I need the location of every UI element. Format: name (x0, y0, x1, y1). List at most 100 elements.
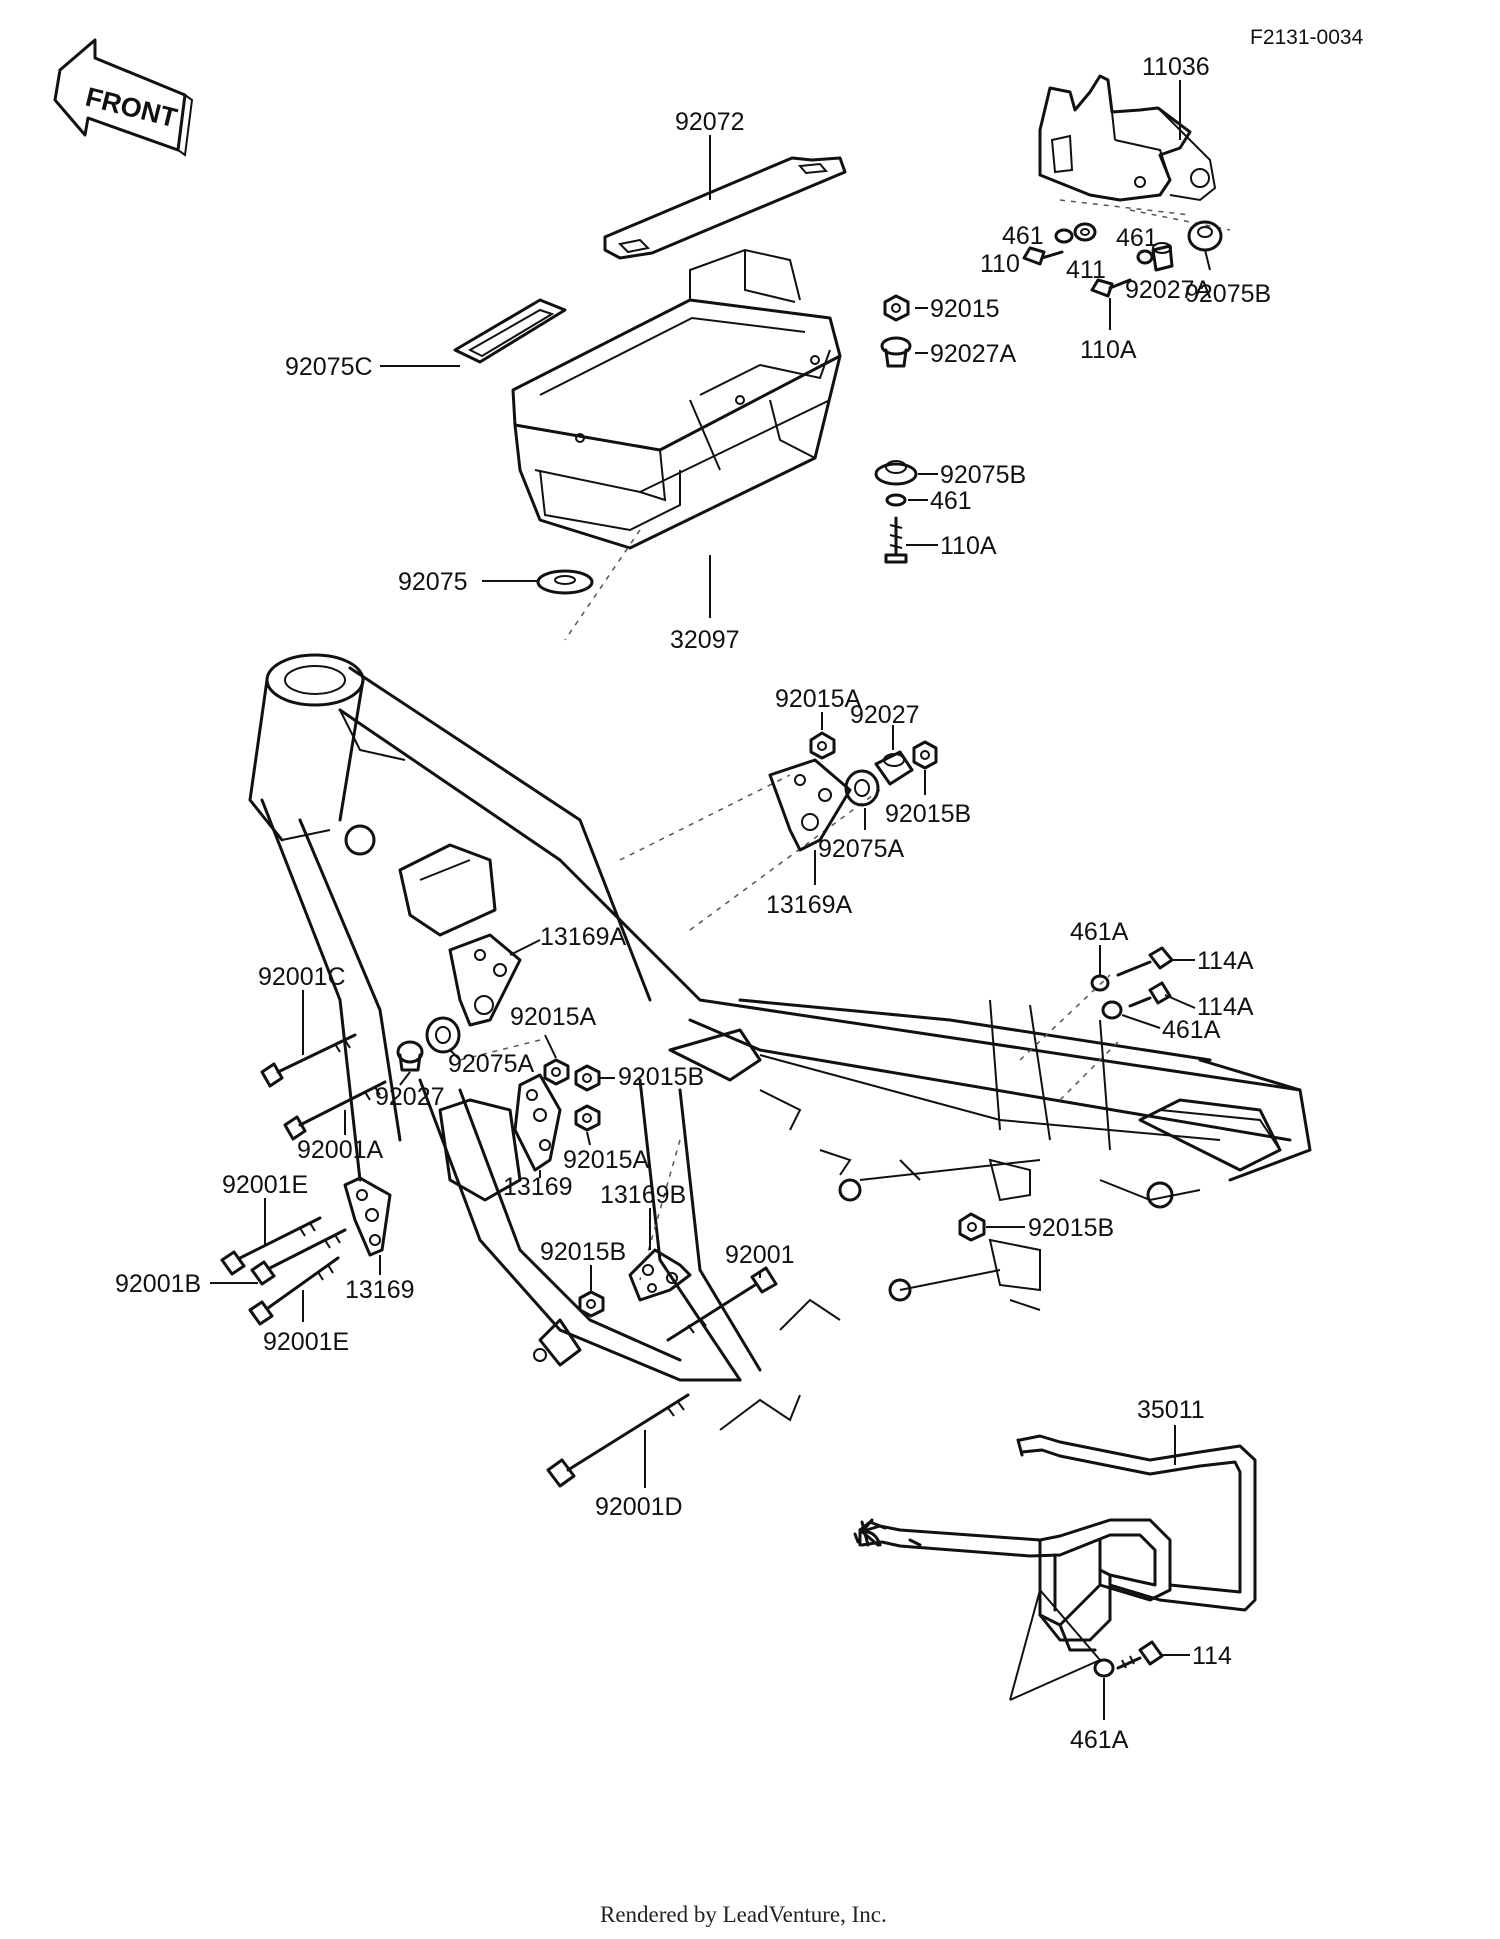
part-label: 461 (930, 487, 972, 515)
engine-mount-plate-13169A-upper (768, 758, 852, 852)
part-label: 92001A (297, 1136, 384, 1164)
nut-92015B-upper (912, 740, 938, 770)
part-label: 92015B (618, 1063, 704, 1091)
bracket-11036 (1038, 74, 1217, 202)
part-label: 92027A (1125, 276, 1212, 304)
part-label: 110 (980, 250, 1020, 278)
footrest-bar-35011 (853, 1518, 1172, 1652)
part-label: 92027 (850, 701, 920, 729)
part-label: 461A (1070, 1726, 1129, 1754)
washer-461-lower (885, 493, 907, 507)
part-label: 92075 (398, 568, 468, 596)
part-label: 35011 (1137, 1396, 1205, 1424)
part-label: 92001C (258, 963, 346, 991)
part-label: 92015A (563, 1146, 650, 1174)
part-label: 92075B (1185, 280, 1271, 308)
bolt-110A-lower (884, 516, 908, 564)
battery-case-32097 (511, 248, 842, 550)
part-label: 32097 (670, 626, 740, 654)
nut-92015B-right (958, 1212, 986, 1242)
front-arrow-icon: FRONT (53, 38, 194, 157)
part-label: 92015B (540, 1238, 626, 1266)
front-label: FRONT (83, 82, 181, 134)
bolt-92001C (260, 1033, 357, 1088)
grommet-92075A-upper (844, 769, 880, 807)
bolt-110A-upper (1090, 278, 1132, 298)
part-label: 92075B (940, 461, 1026, 489)
part-label: 411 (1066, 256, 1106, 284)
washer-461A-bottom (1093, 1658, 1115, 1678)
bolt-92001 (666, 1266, 778, 1342)
battery-strap-92072 (603, 156, 847, 260)
part-label: 114 (1192, 1642, 1232, 1670)
grommet-92075A-lower (425, 1016, 461, 1054)
part-label: 13169A (540, 923, 627, 951)
part-label: 92075C (285, 353, 373, 381)
battery-pad-92075C (453, 298, 567, 364)
washer-461A-upper (1090, 974, 1110, 992)
bolt-110 (1022, 246, 1064, 266)
part-label: 92015B (885, 800, 971, 828)
washer-461-upper-right (1136, 249, 1154, 265)
bolt-92001D (546, 1393, 690, 1488)
part-label: 92001B (115, 1270, 201, 1298)
grommet-92075B-upper (1187, 220, 1223, 252)
grommet-92075 (536, 569, 594, 595)
nut-92015A-lower (574, 1104, 601, 1132)
collar-92027-upper (874, 750, 914, 786)
part-label: 114A (1197, 993, 1254, 1021)
part-label: 13169 (503, 1173, 573, 1201)
collar-92027A-upper (1151, 242, 1174, 272)
part-label: 13169 (345, 1276, 415, 1304)
engine-mount-plate-13169-lower (343, 1176, 392, 1257)
nut-92015B-rear (578, 1290, 605, 1318)
part-label: 92001E (263, 1328, 349, 1356)
washer-461A-lower (1101, 1000, 1123, 1020)
bolt-92001E-upper (220, 1216, 322, 1276)
part-label: 92075A (818, 835, 905, 863)
part-label: 92001D (595, 1493, 683, 1521)
part-label: 92015A (775, 685, 862, 713)
grommet-92075B-lower (874, 460, 918, 486)
part-label: 461A (1070, 918, 1129, 946)
bolt-92001A (283, 1080, 387, 1141)
collar-92027A-lower (880, 336, 912, 368)
bolt-92001E-lower (248, 1256, 340, 1326)
part-label: 11036 (1142, 53, 1210, 81)
part-label: 461 (1116, 224, 1158, 252)
part-label: 92072 (675, 108, 745, 136)
nut-92015A-upper (809, 731, 836, 760)
bolt-92001B (250, 1228, 347, 1286)
engine-mount-plate-13169-upper (513, 1073, 562, 1172)
part-label: 13169B (600, 1181, 686, 1209)
part-label: 92027A (930, 340, 1017, 368)
bolt-114A-lower (1128, 981, 1172, 1008)
part-label: 110A (1080, 336, 1137, 364)
part-label: 92075A (448, 1050, 535, 1078)
part-label: 461 (1002, 222, 1044, 250)
nut-92015 (883, 294, 910, 322)
nut-92015B-mid (574, 1064, 601, 1092)
part-label: 92015B (1028, 1214, 1114, 1242)
washer-461-upper-left (1054, 228, 1074, 244)
engine-mount-plate-13169B (628, 1248, 692, 1302)
bolt-114 (1116, 1640, 1164, 1670)
part-label: 13169A (766, 891, 853, 919)
part-labels: 92072 92075C 92075 32097 11036 461 110 4… (115, 53, 1271, 1754)
engine-mount-plate-13169A-lower (448, 933, 522, 1027)
collar-92027-lower (396, 1040, 424, 1072)
part-label: 92015A (510, 1003, 597, 1031)
diagram-code: F2131-0034 (1250, 26, 1364, 49)
part-label: 92015 (930, 295, 1000, 323)
credit-text: Rendered by LeadVenture, Inc. (600, 1902, 887, 1927)
part-label: 92027 (375, 1083, 445, 1111)
part-label: 92001 (725, 1241, 795, 1269)
footrest-bar-rear-arm (1016, 1434, 1257, 1612)
part-label: 461A (1162, 1016, 1221, 1044)
part-label: 114A (1197, 947, 1254, 975)
part-label: 92001E (222, 1171, 308, 1199)
washer-411 (1073, 222, 1097, 242)
part-label: 110A (940, 532, 997, 560)
nut-92015A-mid (543, 1058, 570, 1086)
